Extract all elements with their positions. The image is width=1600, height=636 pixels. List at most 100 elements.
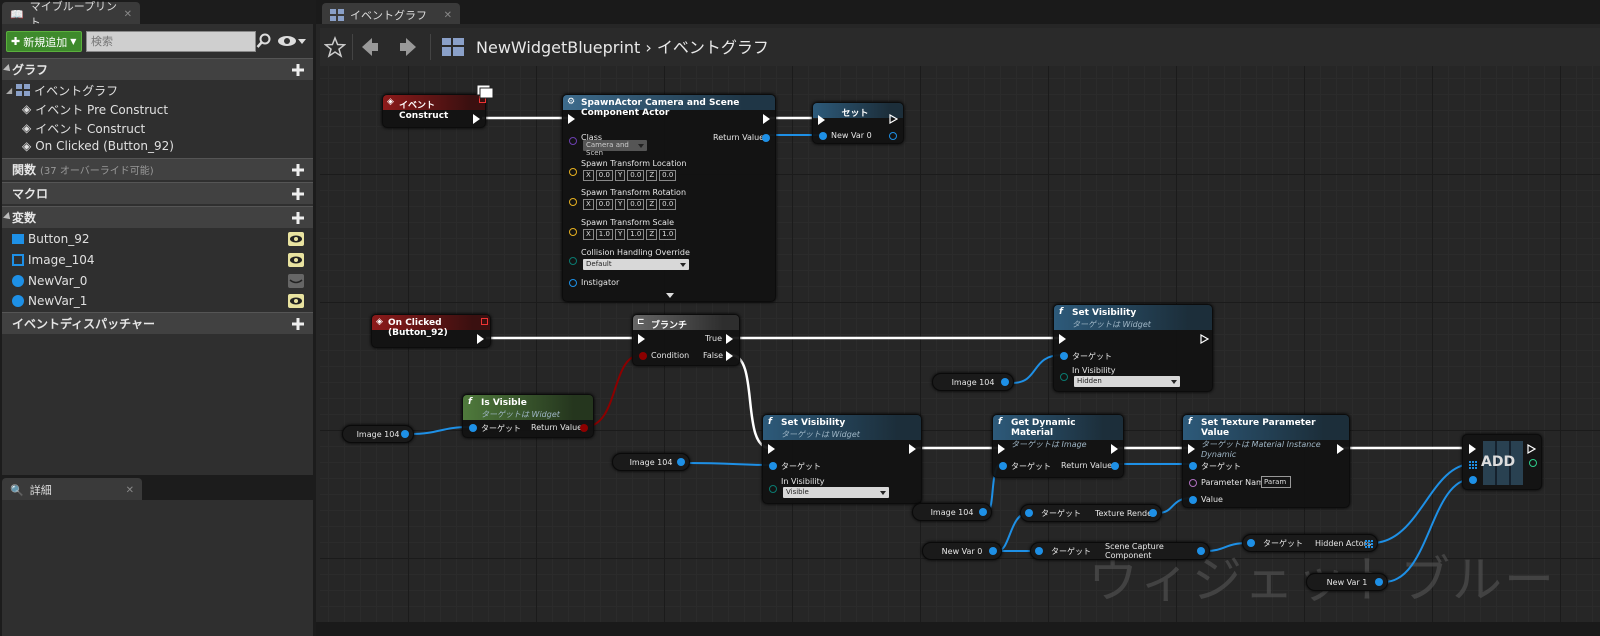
exec-out-pin[interactable] <box>1337 444 1344 454</box>
tab-my-blueprint[interactable]: 📖 マイブループリント ✕ <box>2 0 140 29</box>
get-image104-b[interactable]: Image 104 <box>612 453 690 471</box>
eye-icon[interactable] <box>276 33 308 49</box>
item-pin[interactable] <box>1469 476 1477 484</box>
exec-in-pin[interactable] <box>818 115 825 125</box>
plus-icon[interactable] <box>291 187 305 201</box>
node-spawn-actor[interactable]: ⚙ SpawnActor Camera and Scene Component … <box>562 94 776 302</box>
scale-pin[interactable] <box>569 228 577 236</box>
eye-icon[interactable] <box>288 232 304 246</box>
eye-icon[interactable] <box>288 294 304 308</box>
get-hidden-actors[interactable]: ターゲット Hidden Actors <box>1242 534 1378 552</box>
section-macros[interactable]: マクロ <box>2 182 313 204</box>
collision-pin[interactable] <box>569 257 577 265</box>
exec-true-pin[interactable] <box>726 334 733 344</box>
exec-out-pin[interactable] <box>1200 334 1209 344</box>
exec-out-pin[interactable] <box>1111 444 1118 454</box>
index-out-pin[interactable] <box>1529 459 1537 467</box>
exec-out-pin[interactable] <box>889 114 898 124</box>
target-pin[interactable] <box>769 462 777 470</box>
node-set-texture-parameter[interactable]: f Set Texture Parameter Value ターゲットは Mat… <box>1182 414 1350 508</box>
exec-out-pin[interactable] <box>1527 444 1536 454</box>
node-is-visible[interactable]: f Is Visible ターゲットは Widget ターゲット Return … <box>462 394 594 438</box>
node-array-add[interactable]: ADD <box>1462 434 1542 490</box>
exec-in-pin[interactable] <box>1059 334 1066 344</box>
visibility-dropdown[interactable]: Visible <box>783 487 889 498</box>
section-functions[interactable]: 関数 (37 オーバーライド可能) <box>2 158 313 180</box>
close-icon[interactable]: ✕ <box>123 8 132 20</box>
newvar-out-pin[interactable] <box>889 132 897 140</box>
class-pin[interactable] <box>569 137 577 145</box>
output-pin[interactable] <box>677 458 685 466</box>
forward-arrow-icon[interactable] <box>398 36 418 58</box>
variable-item-newvar1[interactable]: NewVar_1 <box>12 292 308 310</box>
variable-item-newvar0[interactable]: NewVar_0 <box>12 272 308 290</box>
condition-pin[interactable] <box>639 352 647 360</box>
rotation-pin[interactable] <box>569 198 577 206</box>
star-icon[interactable] <box>324 36 346 58</box>
get-scene-capture[interactable]: ターゲット Scene Capture Component <box>1030 542 1210 560</box>
search-input[interactable] <box>86 31 256 52</box>
collision-dropdown[interactable]: Default <box>583 259 689 270</box>
target-pin[interactable] <box>999 462 1007 470</box>
plus-icon[interactable] <box>291 63 305 77</box>
parameter-name-pin[interactable] <box>1189 479 1197 487</box>
plus-icon[interactable] <box>291 163 305 177</box>
plus-icon[interactable] <box>291 317 305 331</box>
return-value-pin[interactable] <box>762 134 770 142</box>
exec-in-pin[interactable] <box>998 444 1005 454</box>
node-branch[interactable]: ⊏ ブランチ True Condition False <box>632 314 740 366</box>
exec-out-pin[interactable] <box>763 114 770 124</box>
exec-out-pin[interactable] <box>909 444 916 454</box>
get-texture-render[interactable]: ターゲット Texture Render <box>1020 504 1162 522</box>
node-set-visibility-visible[interactable]: f Set Visibility ターゲットは Widget ターゲット In … <box>762 414 922 504</box>
plus-icon[interactable] <box>291 211 305 225</box>
exec-in-pin[interactable] <box>768 444 775 454</box>
exec-out-pin[interactable] <box>477 334 484 344</box>
node-set-newvar0[interactable]: セット New Var 0 <box>812 102 904 144</box>
tab-details[interactable]: 🔍 詳細 ✕ <box>2 478 142 502</box>
target-pin[interactable] <box>1189 462 1197 470</box>
section-variables[interactable]: 変数 <box>2 206 313 228</box>
output-pin[interactable] <box>979 508 987 516</box>
exec-out-pin[interactable] <box>473 114 480 124</box>
output-pin[interactable] <box>1197 547 1205 555</box>
variable-item-image104[interactable]: Image_104 <box>12 251 308 269</box>
class-dropdown[interactable]: Camera and Scen <box>583 140 647 157</box>
node-on-clicked[interactable]: ◈ On Clicked (Button_92) <box>371 314 491 348</box>
target-pin[interactable] <box>469 424 477 432</box>
target-pin[interactable] <box>1025 509 1033 517</box>
variable-item-button92[interactable]: Button_92 <box>12 230 308 248</box>
expand-arrow-icon[interactable] <box>666 293 674 298</box>
section-event-dispatchers[interactable]: イベントディスパッチャー <box>2 312 313 334</box>
close-icon[interactable]: ✕ <box>443 9 452 21</box>
value-pin[interactable] <box>1189 496 1197 504</box>
graph-item-on-clicked[interactable]: ◈ On Clicked (Button_92) <box>22 139 174 153</box>
array-pin[interactable] <box>1365 540 1373 548</box>
graph-item-construct[interactable]: ◈ イベント Construct <box>22 121 146 136</box>
search-icon[interactable] <box>256 33 272 49</box>
get-newvar1[interactable]: New Var 1 <box>1306 573 1388 591</box>
back-arrow-icon[interactable] <box>360 36 380 58</box>
array-pin[interactable] <box>1469 461 1477 469</box>
eye-closed-icon[interactable] <box>288 274 304 288</box>
location-pin[interactable] <box>569 168 577 176</box>
visibility-pin[interactable] <box>1060 373 1068 381</box>
output-pin[interactable] <box>401 430 409 438</box>
close-icon[interactable]: ✕ <box>125 484 134 496</box>
output-pin[interactable] <box>989 547 997 555</box>
graph-canvas[interactable] <box>320 66 1600 622</box>
eye-icon[interactable] <box>288 253 304 267</box>
get-image104-c[interactable]: Image 104 <box>932 373 1014 391</box>
section-graphs[interactable]: グラフ <box>2 58 313 80</box>
delegate-pin[interactable] <box>481 318 488 325</box>
get-image104-a[interactable]: Image 104 <box>342 425 414 443</box>
instigator-pin[interactable] <box>569 279 577 287</box>
output-pin[interactable] <box>1001 378 1009 386</box>
return-value-pin[interactable] <box>580 424 588 432</box>
output-pin[interactable] <box>1375 578 1383 586</box>
add-new-button[interactable]: ✚ 新規追加 ▼ <box>6 31 82 52</box>
node-get-dynamic-material[interactable]: f Get Dynamic Material ターゲットは Image ターゲッ… <box>992 414 1124 478</box>
